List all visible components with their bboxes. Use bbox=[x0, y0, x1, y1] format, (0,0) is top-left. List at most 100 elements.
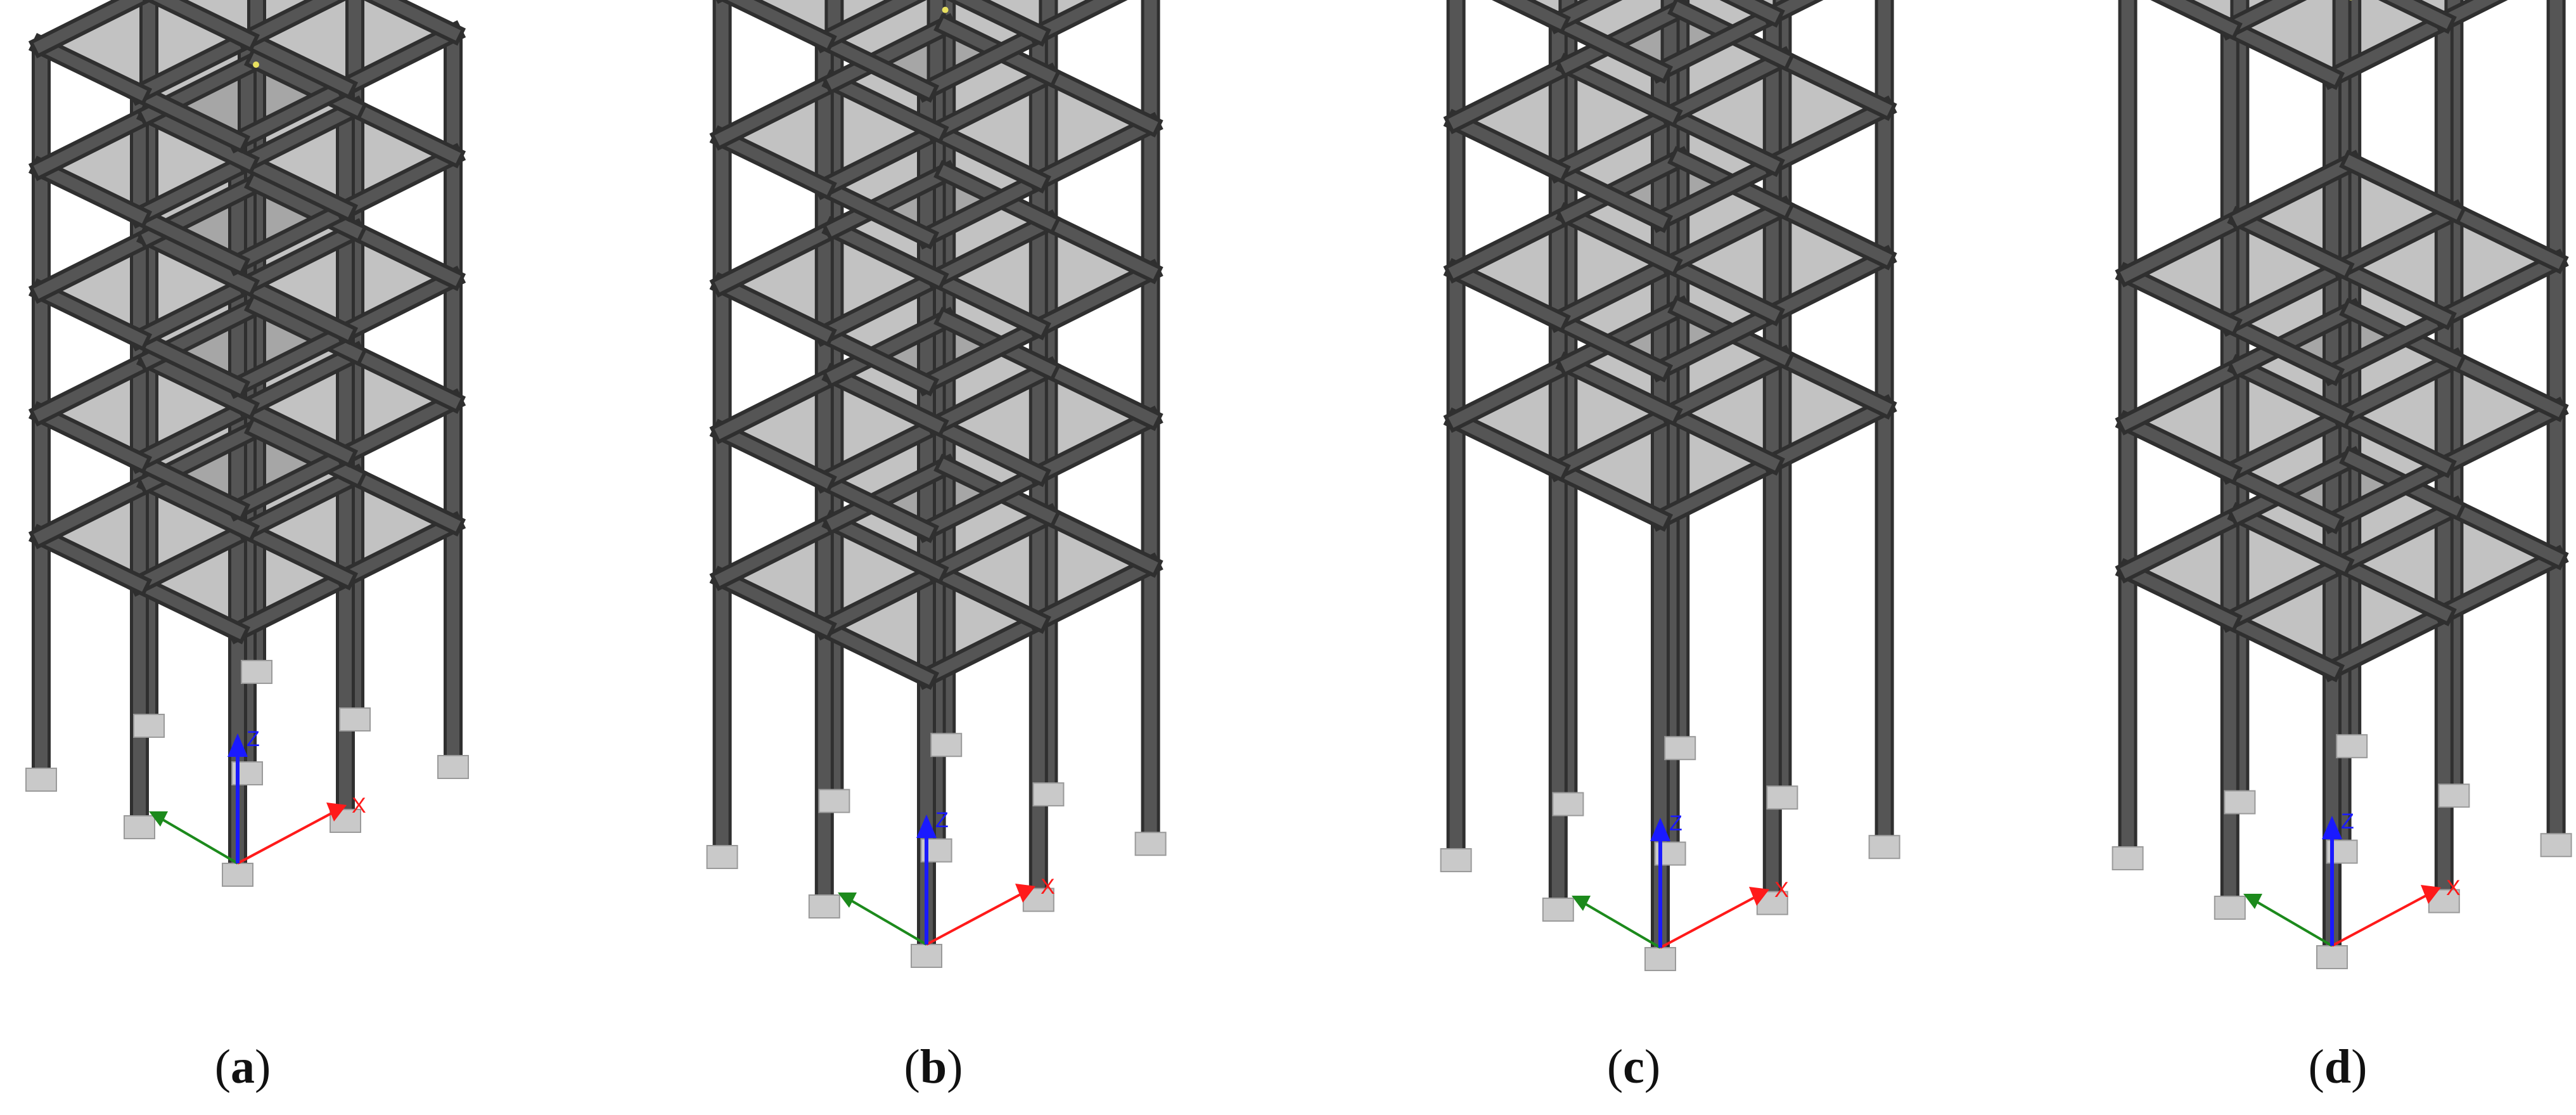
beam-face bbox=[2334, 352, 2462, 424]
beam-face bbox=[131, 331, 246, 394]
beam-face bbox=[1764, 100, 1892, 172]
beam-face bbox=[1041, 67, 1158, 132]
beam-face bbox=[1652, 306, 1780, 378]
beam-face bbox=[33, 229, 157, 299]
z-axis-label: Z bbox=[935, 808, 949, 832]
beam-face bbox=[2334, 408, 2452, 474]
beam-face bbox=[347, 100, 461, 164]
beam-face bbox=[2232, 210, 2350, 276]
beam-face bbox=[131, 154, 255, 224]
beam-face bbox=[816, 179, 935, 245]
beam-face bbox=[1041, 508, 1158, 573]
caption-d-letter: d bbox=[2324, 1040, 2352, 1093]
beam-face bbox=[1662, 107, 1780, 172]
beam-face bbox=[153, 0, 255, 48]
beam-face bbox=[239, 100, 363, 170]
beam-face bbox=[2232, 302, 2360, 375]
beam-face bbox=[1764, 399, 1892, 471]
beam-face bbox=[239, 223, 363, 293]
beam-face bbox=[1662, 349, 1790, 422]
beam-face bbox=[1652, 157, 1780, 228]
support-block bbox=[2540, 833, 2572, 858]
beam-face bbox=[2446, 204, 2564, 269]
support-block bbox=[25, 768, 57, 792]
beam-face bbox=[239, 399, 354, 463]
beam-face bbox=[816, 32, 935, 98]
beam-face bbox=[239, 345, 363, 415]
beam-face bbox=[229, 570, 354, 640]
beam-face bbox=[2324, 309, 2452, 382]
beam-face bbox=[33, 106, 157, 176]
beam-face bbox=[816, 417, 944, 489]
beam-face bbox=[826, 514, 944, 580]
beam-face bbox=[928, 214, 1056, 286]
beam-face bbox=[371, 0, 461, 41]
beam-face bbox=[141, 475, 255, 538]
beam-face bbox=[2222, 464, 2340, 529]
beam-face bbox=[337, 25, 461, 95]
support-block bbox=[808, 894, 840, 918]
supports-d bbox=[2111, 734, 2572, 969]
x-axis-line bbox=[237, 811, 333, 865]
beam-face bbox=[1560, 1, 1688, 74]
beam-face bbox=[928, 417, 1046, 482]
beam-face bbox=[1500, 0, 1566, 30]
beam-face bbox=[826, 165, 954, 236]
beam-face bbox=[2222, 20, 2340, 86]
beam-face bbox=[239, 154, 354, 217]
beam-face bbox=[955, 0, 1046, 42]
z-axis-arrow-icon bbox=[1650, 818, 1670, 841]
beam-face bbox=[1448, 356, 1576, 428]
beam-face bbox=[1550, 163, 1669, 228]
beams-c bbox=[1443, 0, 1897, 532]
beam-face bbox=[131, 31, 255, 101]
beam-face bbox=[1550, 0, 1614, 30]
beam-face bbox=[1030, 410, 1158, 482]
y-axis-line bbox=[160, 818, 239, 865]
support-block bbox=[2224, 790, 2256, 815]
beam-face bbox=[347, 468, 461, 532]
support-block bbox=[1766, 785, 1798, 810]
panel-a: XZ bbox=[25, 0, 469, 887]
beam-face bbox=[826, 18, 954, 90]
beam-face bbox=[2334, 500, 2462, 572]
beam-face bbox=[2436, 254, 2564, 325]
beam-face bbox=[826, 458, 954, 531]
beam-face bbox=[816, 0, 918, 49]
z-axis-label: Z bbox=[247, 727, 260, 751]
beam-face bbox=[347, 345, 461, 409]
beam-face bbox=[131, 277, 255, 347]
beam-face bbox=[816, 124, 944, 195]
x-axis-label: X bbox=[352, 794, 366, 818]
caption-a: (a) bbox=[214, 1040, 271, 1093]
beams-b bbox=[709, 0, 1163, 690]
beam-face bbox=[1560, 356, 1678, 422]
beam-face bbox=[1030, 264, 1158, 335]
support-block bbox=[2316, 945, 2348, 969]
beam-face bbox=[826, 74, 944, 139]
support-block bbox=[1032, 782, 1065, 807]
support-block bbox=[1552, 792, 1584, 816]
support-block bbox=[1868, 835, 1900, 860]
beam-face bbox=[131, 399, 255, 469]
node-marker bbox=[253, 61, 259, 68]
beam-face bbox=[33, 160, 148, 224]
beam-face bbox=[1550, 256, 1678, 328]
beam-face bbox=[33, 283, 148, 347]
beam-face bbox=[714, 514, 842, 586]
beam-face bbox=[1560, 58, 1678, 123]
beam-face bbox=[2120, 210, 2248, 283]
beam-face bbox=[1550, 107, 1678, 179]
x-axis-line bbox=[926, 893, 1022, 946]
panel-d: XZ bbox=[2111, 0, 2572, 969]
beam-face bbox=[337, 516, 461, 586]
support-block bbox=[1664, 736, 1696, 761]
beam-face bbox=[714, 423, 832, 489]
beam-face bbox=[1560, 300, 1688, 372]
caption-a-letter: a bbox=[231, 1040, 255, 1093]
caption-d: (d) bbox=[2308, 1040, 2368, 1093]
beam-face bbox=[714, 570, 832, 636]
beam-face bbox=[826, 311, 954, 383]
beam-face bbox=[2120, 506, 2248, 579]
